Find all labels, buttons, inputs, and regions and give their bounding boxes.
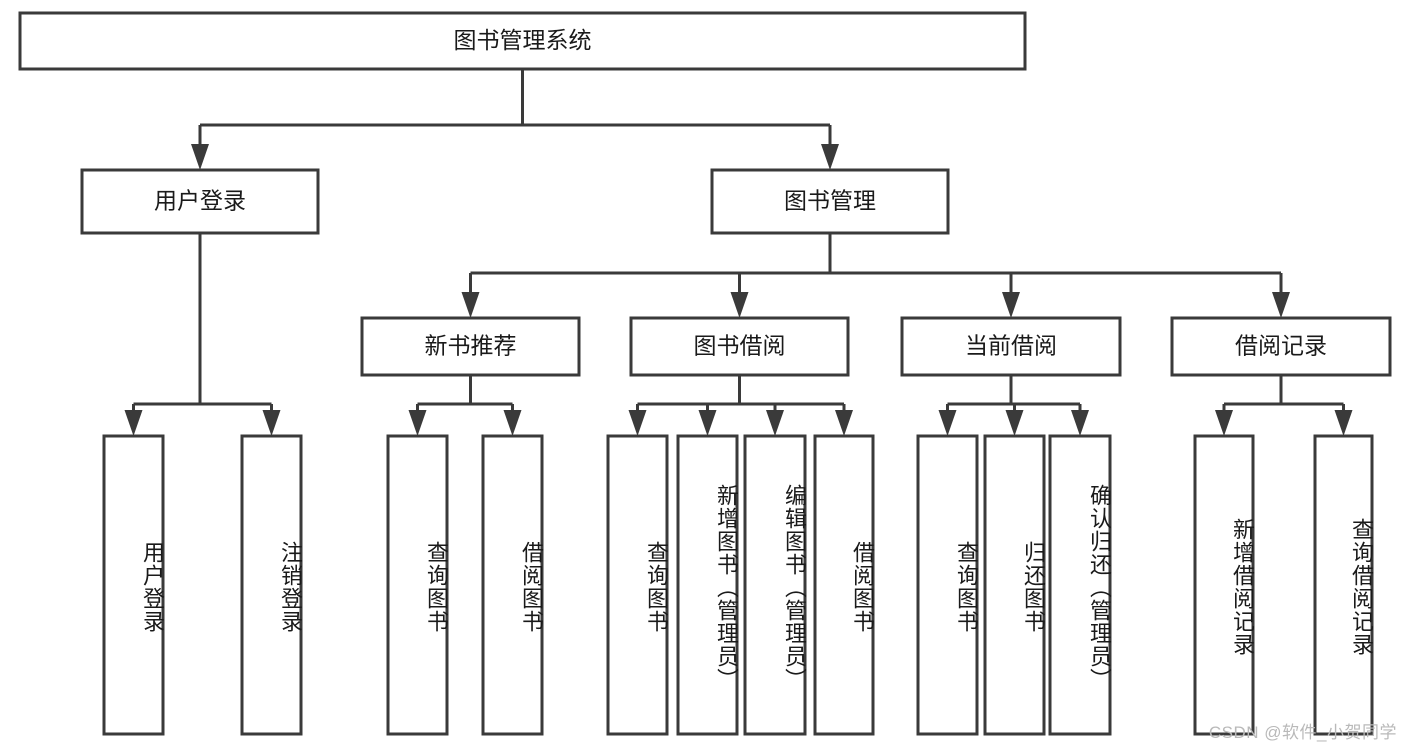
arrow-head-icon (628, 410, 647, 436)
arrow-head-icon (1002, 292, 1020, 318)
node-label-root: 图书管理系统 (454, 27, 592, 53)
node-box-level2-3 (1170, 316, 1392, 377)
arrow-head-icon (191, 144, 209, 170)
node-box-level2-1 (629, 316, 850, 377)
node-boxes (18, 11, 1392, 736)
arrow-head-icon (766, 410, 784, 436)
node-box-leaf-7 (813, 434, 875, 736)
connector-edges (124, 69, 1353, 436)
node-box-leaf-6 (743, 434, 807, 736)
node-box-leaf-0 (102, 434, 165, 736)
node-box-leaf-4 (606, 434, 669, 736)
arrow-head-icon (1334, 410, 1353, 436)
node-label-level2-3: 借阅记录 (1235, 333, 1327, 359)
node-box-level1-1 (710, 168, 950, 235)
node-box-root (18, 11, 1027, 71)
watermark-text: CSDN @软件_小贺同学 (1208, 723, 1397, 742)
arrow-head-icon (408, 410, 427, 436)
arrow-head-icon (730, 292, 749, 318)
arrow-head-icon (503, 410, 522, 436)
arrow-head-icon (461, 292, 480, 318)
arrow-head-icon (262, 410, 281, 436)
arrow-head-icon (124, 410, 143, 436)
node-box-level2-0 (360, 316, 581, 377)
node-label-level2-2: 当前借阅 (965, 333, 1057, 359)
node-label-level2-0: 新书推荐 (425, 333, 517, 359)
arrow-head-icon (1272, 292, 1290, 318)
node-box-leaf-3 (481, 434, 544, 736)
node-box-level1-0 (80, 168, 320, 235)
node-box-leaf-9 (983, 434, 1046, 736)
arrow-head-icon (821, 144, 839, 170)
arrow-head-icon (1005, 410, 1024, 436)
arrow-head-icon (698, 410, 717, 436)
node-label-level1-0: 用户登录 (154, 188, 246, 214)
arrow-head-icon (1071, 410, 1089, 436)
node-box-leaf-8 (916, 434, 979, 736)
arrow-head-icon (1215, 410, 1233, 436)
node-box-leaf-12 (1313, 434, 1374, 736)
node-box-leaf-5 (676, 434, 739, 736)
arrow-head-icon (835, 410, 853, 436)
node-box-leaf-11 (1193, 434, 1255, 736)
arrow-head-icon (938, 410, 957, 436)
node-box-leaf-10 (1048, 434, 1112, 736)
node-box-leaf-1 (240, 434, 303, 736)
node-box-leaf-2 (386, 434, 449, 736)
node-box-level2-2 (900, 316, 1122, 377)
node-label-level1-1: 图书管理 (784, 188, 876, 214)
node-label-level2-1: 图书借阅 (694, 333, 786, 359)
